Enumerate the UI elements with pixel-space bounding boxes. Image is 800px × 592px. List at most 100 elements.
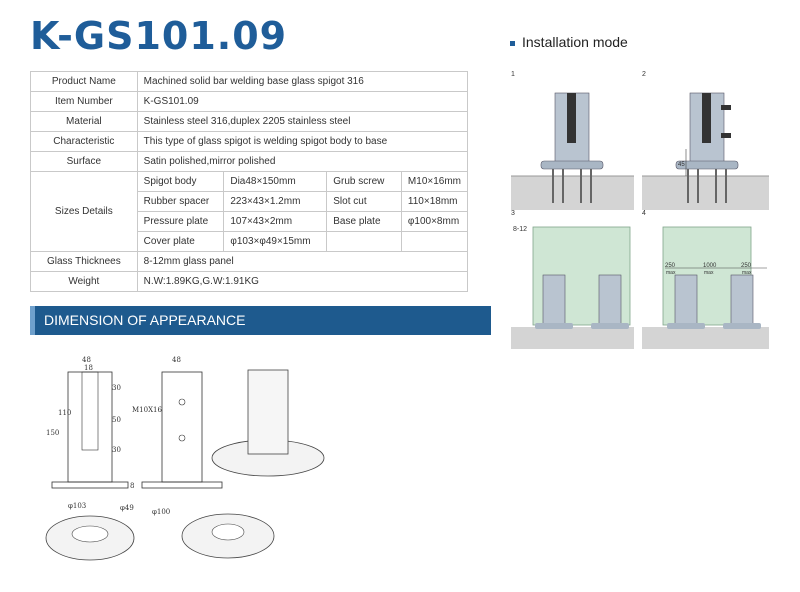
base-plate-side — [141, 481, 223, 489]
spec-label: Material — [30, 111, 138, 132]
base-plate — [667, 323, 705, 329]
grub-screw — [721, 133, 731, 138]
size-value: 107×43×2mm — [223, 211, 328, 232]
dim-49: φ49 — [120, 504, 134, 512]
table-row: Item Number K-GS101.09 — [30, 91, 469, 112]
size-key: Spigot body — [136, 171, 225, 192]
dim-48-side: 48 — [172, 356, 181, 364]
screw-hole — [178, 434, 186, 442]
step-2-label: 2 — [642, 71, 646, 78]
spacing-max-label: max — [742, 270, 752, 276]
spigot-side-view — [161, 371, 203, 483]
installation-heading-text: Installation mode — [522, 34, 628, 50]
size-key: Base plate — [326, 211, 402, 232]
spigot-body — [730, 274, 754, 326]
dimension-drawing: 48 18 150 110 30 50 30 8 M10X16 48 φ103 … — [45, 356, 325, 561]
base-plate — [723, 323, 761, 329]
table-row: Rubber spacer 223×43×1.2mm Slot cut 110×… — [31, 191, 469, 212]
dim-110: 110 — [58, 409, 71, 417]
dim-30-lower: 30 — [112, 446, 121, 454]
spec-value: Stainless steel 316,duplex 2205 stainles… — [136, 111, 469, 132]
base-plate-view — [51, 481, 129, 489]
base-plate — [591, 323, 629, 329]
dim-50: 50 — [112, 416, 121, 424]
product-title: K-GS101.09 — [30, 14, 288, 58]
floor-slab — [511, 176, 634, 210]
spec-label: Glass Thicknees — [30, 251, 138, 272]
dim-30-upper: 30 — [112, 384, 121, 392]
installation-heading: Installation mode — [510, 34, 628, 50]
dim-150: 150 — [46, 429, 59, 437]
size-value: φ100×8mm — [400, 211, 469, 232]
size-key: Cover plate — [136, 231, 225, 252]
dimension-section-header: DIMENSION OF APPEARANCE — [30, 306, 491, 335]
floor-slab — [642, 327, 769, 349]
table-row: Characteristic This type of glass spigot… — [30, 131, 469, 152]
step-3-label: 3 — [511, 210, 515, 217]
installation-illustration: 1 2 45 3 8-12 4 250 1000 250 max max max — [511, 71, 769, 349]
base-plate-hole — [211, 523, 245, 541]
glass-slot — [702, 93, 711, 143]
size-key — [326, 231, 402, 252]
spec-label: Sizes Details — [30, 171, 138, 252]
size-value — [400, 231, 469, 252]
spigot-body — [598, 274, 622, 326]
slot-cut-view — [81, 371, 99, 451]
spacing-250-left: 250 — [665, 263, 676, 269]
spec-value: N.W:1.89KG,G.W:1.91KG — [136, 271, 469, 292]
screw-hole — [178, 398, 186, 406]
glass-thickness-label: 8-12 — [513, 226, 527, 233]
spec-value: Machined solid bar welding base glass sp… — [136, 71, 469, 92]
spec-label: Item Number — [30, 91, 138, 112]
spec-table: Product Name Machined solid bar welding … — [30, 71, 469, 292]
spec-value: Satin polished,mirror polished — [136, 151, 469, 172]
dim-103: φ103 — [68, 502, 86, 510]
spec-label: Surface — [30, 151, 138, 172]
table-row: Weight N.W:1.89KG,G.W:1.91KG — [30, 271, 469, 292]
spec-value: This type of glass spigot is welding spi… — [136, 131, 469, 152]
size-value: 223×43×1.2mm — [223, 191, 328, 212]
table-row: Sizes Details Spigot body Dia48×150mm Gr… — [30, 171, 469, 252]
spec-value: 8-12mm glass panel — [136, 251, 469, 272]
bullet-square-icon — [510, 40, 515, 46]
spacing-max-label: max — [704, 270, 714, 276]
spec-label: Weight — [30, 271, 138, 292]
table-row: Product Name Machined solid bar welding … — [30, 71, 469, 92]
size-value: 110×18mm — [400, 191, 469, 212]
spec-label: Product Name — [30, 71, 138, 92]
grub-screw-label: M10X16 — [132, 406, 163, 414]
base-plate — [540, 160, 604, 170]
spacing-1000: 1000 — [703, 263, 717, 269]
spigot-body — [542, 274, 566, 326]
dim-48-top: 48 — [82, 356, 91, 364]
table-row: Cover plate φ103×φ49×15mm — [31, 231, 469, 252]
size-key: Pressure plate — [136, 211, 225, 232]
base-plate — [535, 323, 573, 329]
spec-value: K-GS101.09 — [136, 91, 469, 112]
dim-18: 18 — [84, 364, 93, 372]
table-row: Material Stainless steel 316,duplex 2205… — [30, 111, 469, 132]
table-row: Glass Thicknees 8-12mm glass panel — [30, 251, 469, 272]
spigot-body — [674, 274, 698, 326]
size-key: Grub screw — [326, 171, 402, 192]
floor-slab — [511, 327, 634, 349]
dim-8: 8 — [130, 482, 134, 490]
spacing-max-label: max — [666, 270, 676, 276]
size-value: M10×16mm — [400, 171, 469, 192]
glass-slot — [567, 93, 576, 143]
spec-label: Characteristic — [30, 131, 138, 152]
size-key: Slot cut — [326, 191, 402, 212]
grub-screw — [721, 105, 731, 110]
spigot-front-view — [67, 371, 113, 483]
dim-100: φ100 — [152, 508, 170, 516]
height-dim-label: 45 — [678, 162, 685, 168]
size-value: φ103×φ49×15mm — [223, 231, 328, 252]
size-key: Rubber spacer — [136, 191, 225, 212]
base-plate — [675, 160, 739, 170]
size-value: Dia48×150mm — [223, 171, 328, 192]
floor-slab — [642, 176, 769, 210]
cover-plate-hole — [71, 525, 109, 543]
table-row: Surface Satin polished,mirror polished — [30, 151, 469, 172]
spigot-3d-body — [247, 369, 289, 455]
step-4-label: 4 — [642, 210, 646, 217]
